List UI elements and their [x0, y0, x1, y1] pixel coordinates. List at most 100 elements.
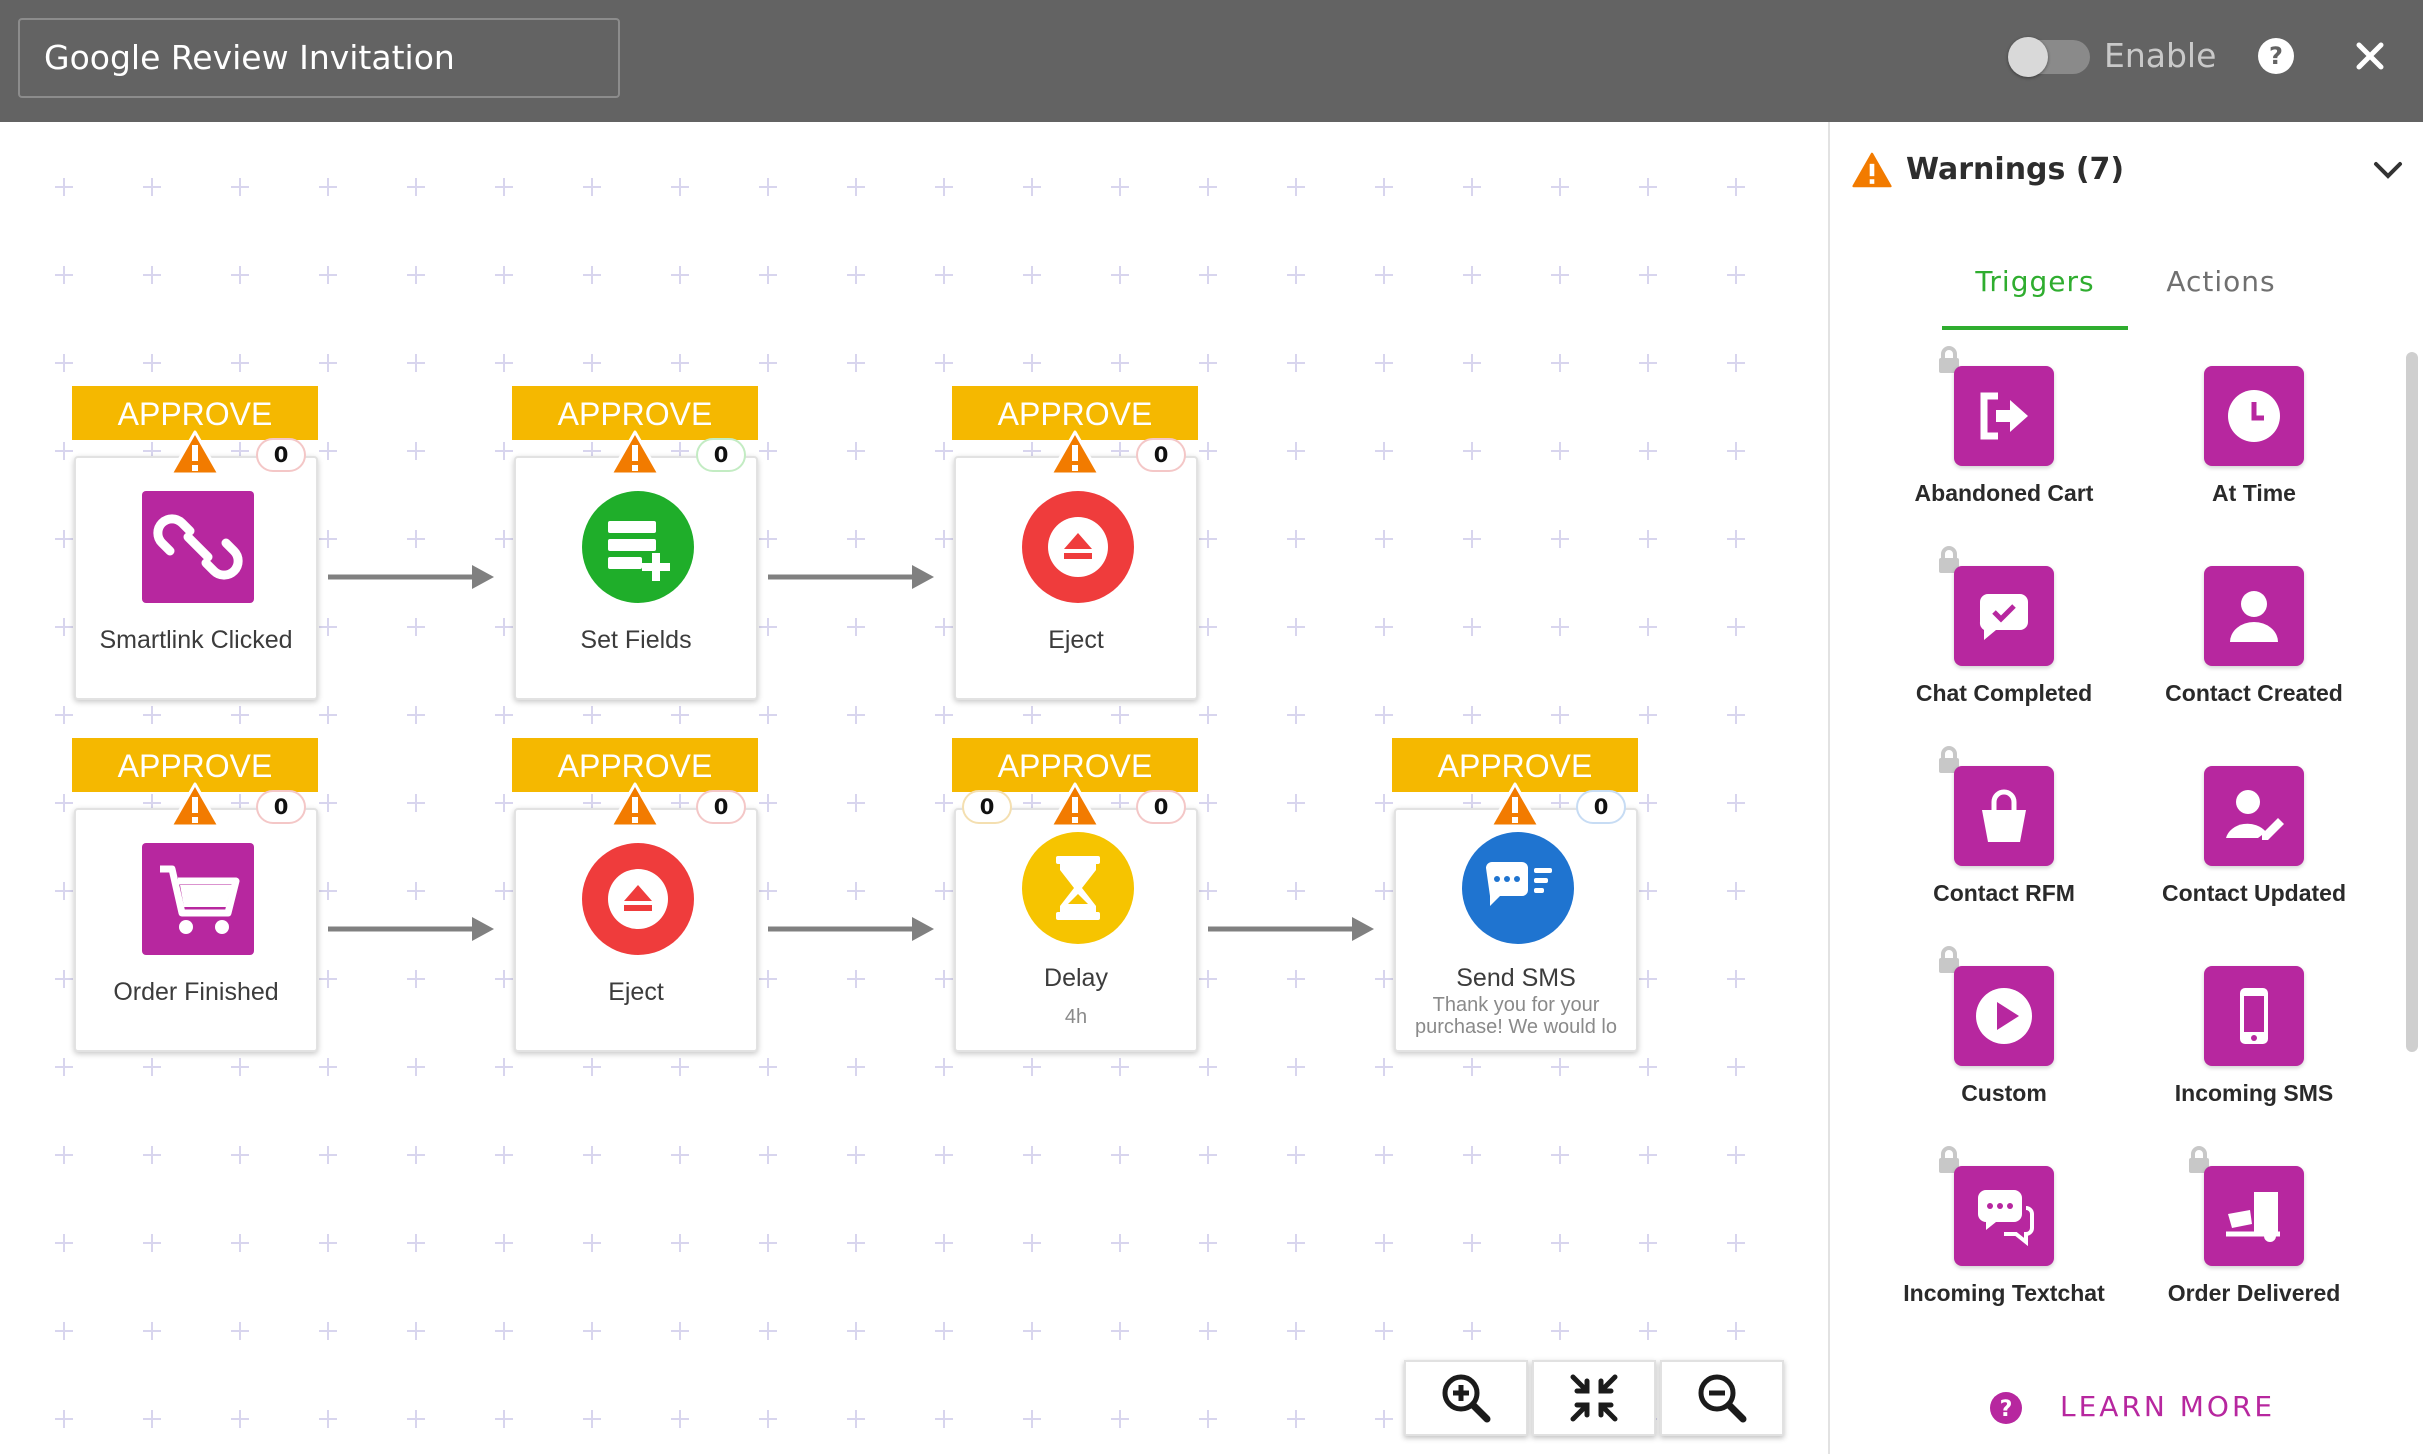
grid-plus-mark	[1639, 354, 1657, 372]
grid-plus-mark	[1639, 794, 1657, 812]
trigger-order-delivered[interactable]: Order Delivered	[2144, 1146, 2374, 1336]
eject-icon	[1022, 491, 1134, 603]
grid-plus-mark	[1551, 178, 1569, 196]
warning-icon[interactable]	[1049, 430, 1101, 476]
grid-plus-mark	[55, 266, 73, 284]
grid-plus-mark	[1287, 1234, 1305, 1252]
grid-plus-mark	[1111, 354, 1129, 372]
enable-toggle[interactable]	[2008, 37, 2090, 77]
panel-scrollbar[interactable]	[2406, 352, 2418, 1052]
grid-plus-mark	[1639, 442, 1657, 460]
grid-plus-mark	[495, 354, 513, 372]
grid-plus-mark	[1639, 1146, 1657, 1164]
grid-plus-mark	[671, 794, 689, 812]
learn-more-label: LEARN MORE	[2060, 1390, 2276, 1423]
zoom-in-button[interactable]	[1404, 1360, 1528, 1436]
node-delay[interactable]: APPROVE Delay 4h 0 0	[952, 738, 1198, 1052]
grid-plus-mark	[583, 1146, 601, 1164]
grid-plus-mark	[231, 1234, 249, 1252]
warnings-header[interactable]: Warnings (7)	[1852, 150, 2412, 200]
node-card[interactable]: Eject	[514, 808, 758, 1052]
grid-plus-mark	[1023, 442, 1041, 460]
grid-plus-mark	[1287, 882, 1305, 900]
node-card[interactable]: Delay 4h	[954, 808, 1198, 1052]
trigger-contact-updated[interactable]: Contact Updated	[2144, 766, 2374, 936]
tab-actions[interactable]: Actions	[2166, 265, 2276, 298]
grid-plus-mark	[1199, 882, 1217, 900]
trigger-incoming-sms[interactable]: Incoming SMS	[2144, 966, 2374, 1136]
trigger-abandoned-cart[interactable]: Abandoned Cart	[1894, 346, 2124, 536]
node-card[interactable]: Send SMS Thank you for your purchase! We…	[1394, 808, 1638, 1052]
node-eject-2[interactable]: APPROVE Eject 0	[512, 738, 758, 1052]
warning-icon[interactable]	[1489, 782, 1541, 828]
grid-plus-mark	[495, 970, 513, 988]
learn-more-link[interactable]: ? LEARN MORE	[1988, 1382, 2308, 1432]
grid-plus-mark	[143, 1058, 161, 1076]
grid-plus-mark	[847, 442, 865, 460]
trigger-contact-created[interactable]: Contact Created	[2144, 566, 2374, 736]
grid-plus-mark	[319, 1146, 337, 1164]
fit-screen-button[interactable]	[1532, 1360, 1656, 1436]
grid-plus-mark	[1375, 794, 1393, 812]
grid-plus-mark	[1551, 354, 1569, 372]
warning-icon[interactable]	[609, 430, 661, 476]
node-card[interactable]: Eject	[954, 456, 1198, 700]
node-card[interactable]: Order Finished	[74, 808, 318, 1052]
grid-plus-mark	[55, 1058, 73, 1076]
trigger-contact-rfm[interactable]: Contact RFM	[1894, 746, 2124, 936]
grid-plus-mark	[847, 266, 865, 284]
grid-plus-mark	[935, 1234, 953, 1252]
question-circle-icon[interactable]: ?	[2256, 36, 2296, 76]
grid-plus-mark	[759, 970, 777, 988]
trigger-chat-completed[interactable]: Chat Completed	[1894, 546, 2124, 736]
grid-plus-mark	[55, 794, 73, 812]
approve-banner[interactable]: APPROVE	[952, 738, 1198, 792]
grid-plus-mark	[1639, 1322, 1657, 1340]
warning-icon[interactable]	[609, 782, 661, 828]
grid-plus-mark	[1111, 266, 1129, 284]
trigger-label: Custom	[1961, 1080, 2047, 1106]
node-sublabel: 4h	[1064, 1006, 1088, 1028]
grid-plus-mark	[1727, 178, 1745, 196]
zoom-out-button[interactable]	[1660, 1360, 1784, 1436]
grid-plus-mark	[495, 442, 513, 460]
warning-icon[interactable]	[1049, 782, 1101, 828]
grid-plus-mark	[1287, 354, 1305, 372]
grid-plus-mark	[1287, 1410, 1305, 1428]
grid-plus-mark	[1111, 178, 1129, 196]
node-order-finished[interactable]: APPROVE Order Finished 0	[72, 738, 318, 1052]
trigger-at-time[interactable]: At Time	[2144, 366, 2374, 536]
node-eject[interactable]: APPROVE Eject 0	[952, 386, 1198, 700]
clock-icon	[2204, 366, 2304, 466]
grid-plus-mark	[583, 1410, 601, 1428]
trigger-custom[interactable]: Custom	[1894, 946, 2124, 1136]
tab-triggers[interactable]: Triggers	[1942, 250, 2128, 330]
grid-plus-mark	[1551, 706, 1569, 724]
warning-icon[interactable]	[169, 782, 221, 828]
exit-arrow-icon	[1954, 366, 2054, 466]
grid-plus-mark	[1727, 618, 1745, 636]
trigger-incoming-textchat[interactable]: Incoming Textchat	[1894, 1146, 2124, 1336]
grid-plus-mark	[319, 618, 337, 636]
node-set-fields[interactable]: APPROVE Set Fields 0	[512, 386, 758, 700]
grid-plus-mark	[407, 530, 425, 548]
close-icon[interactable]	[2350, 36, 2390, 76]
grid-plus-mark	[935, 530, 953, 548]
zoom-controls	[1404, 1360, 1788, 1436]
enable-label: Enable	[2104, 36, 2217, 75]
grid-plus-mark	[1639, 882, 1657, 900]
grid-plus-mark	[759, 1058, 777, 1076]
workflow-title-input[interactable]: Google Review Invitation	[18, 18, 620, 98]
node-smartlink-clicked[interactable]: APPROVE Smartlink Clicked 0	[72, 386, 318, 700]
chevron-down-icon[interactable]	[2372, 158, 2404, 182]
warning-icon[interactable]	[169, 430, 221, 476]
grid-plus-mark	[847, 882, 865, 900]
grid-plus-mark	[1111, 1146, 1129, 1164]
node-label: Eject	[1048, 626, 1104, 654]
toggle-knob	[2008, 37, 2048, 77]
node-card[interactable]: Smartlink Clicked	[74, 456, 318, 700]
node-card[interactable]: Set Fields	[514, 456, 758, 700]
node-send-sms[interactable]: APPROVE Send SMS Thank you for your purc…	[1392, 738, 1638, 1052]
grid-plus-mark	[407, 1058, 425, 1076]
grid-plus-mark	[935, 178, 953, 196]
